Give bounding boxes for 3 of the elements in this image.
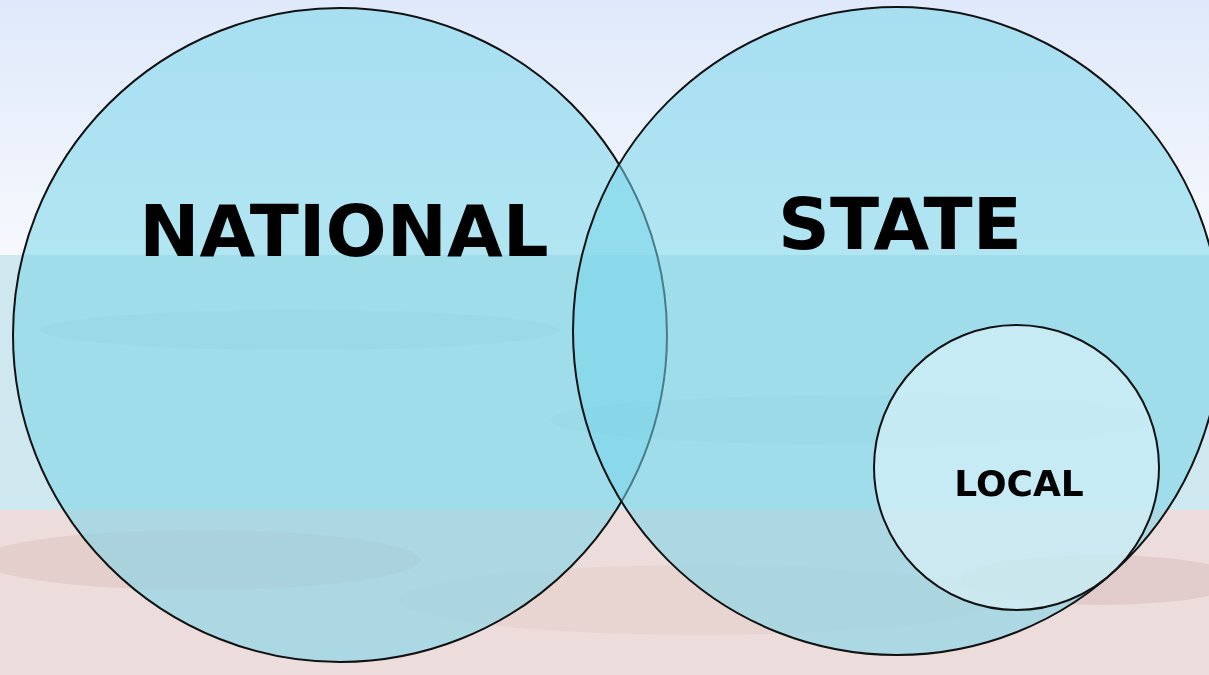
circle-label: NATIONAL: [139, 189, 549, 273]
circle-label: LOCAL: [954, 462, 1084, 504]
circle-label: STATE: [778, 182, 1022, 266]
